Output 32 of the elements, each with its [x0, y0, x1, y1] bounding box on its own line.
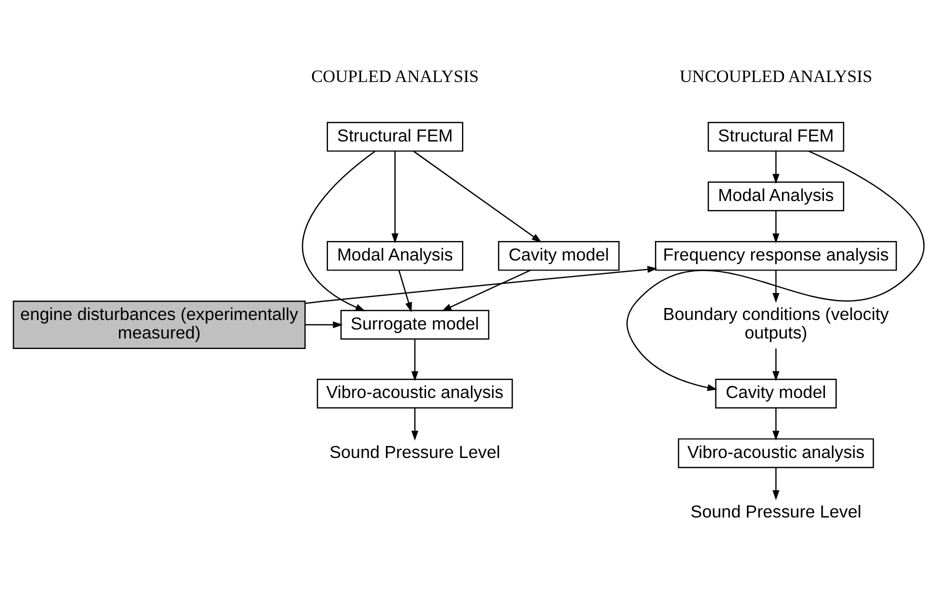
arrow: [772, 348, 780, 381]
arrow: [411, 338, 418, 381]
arrow: [772, 408, 780, 440]
arrow: [626, 150, 925, 391]
arrow: [306, 320, 343, 328]
arrow: [302, 150, 376, 311]
node-box: Frequency response analysis: [654, 240, 897, 270]
node-box: Vibro-acoustic analysis: [316, 378, 513, 408]
node-box: Surrogate model: [340, 309, 490, 340]
arrow: [413, 150, 542, 242]
node-box: Structural FEM: [708, 121, 844, 152]
node-box: Cavity model: [498, 240, 620, 270]
node-box: Structural FEM: [326, 121, 464, 152]
arrow: [772, 270, 780, 302]
node-box: Vibro-acoustic analysis: [678, 438, 874, 468]
arrow: [772, 210, 780, 243]
node-box: Cavity model: [715, 378, 837, 408]
arrow: [305, 265, 658, 304]
arrow: [411, 408, 418, 440]
node-box: Modal Analysis: [708, 180, 844, 211]
label: COUPLED ANALYSIS: [311, 66, 479, 86]
node-box: Modal Analysis: [326, 240, 464, 270]
arrow: [442, 269, 531, 311]
node-text: Sound Pressure Level: [329, 441, 500, 462]
arrow: [392, 150, 398, 243]
node-text: Sound Pressure Level: [690, 500, 862, 521]
node-box: engine disturbances (experimentally measured): [12, 300, 306, 348]
label: UNCOUPLED ANALYSIS: [680, 66, 872, 86]
arrow: [772, 150, 780, 184]
arrow: [772, 467, 780, 500]
arrow: [398, 270, 412, 312]
node-text: Boundary conditions (velocity outputs): [663, 304, 889, 342]
